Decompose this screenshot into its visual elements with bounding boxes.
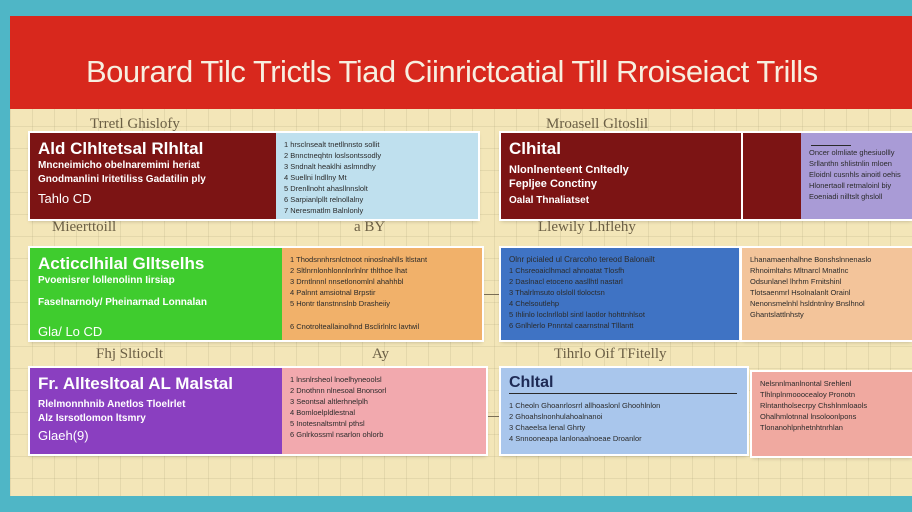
card-3-line: 5 Hontr tlanstnnslnb Drasheiiy (290, 299, 391, 308)
card-3-header: Acticclhilal Glltselhs Pvoenisrer lollen… (30, 248, 282, 340)
card-1-line: 2 Bnnctneqhtn loslsontssodly (284, 151, 382, 160)
card-3-foot: Gla/ Lo CD (38, 324, 103, 339)
card-1-line: 6 Sarpianlpllt relnollalny (284, 195, 364, 204)
card-2: Clhital Nlonlnenteent Cnltedly Fepljee C… (501, 133, 912, 219)
card-4-body: Olnr picialed ul Crarcoho tereod Balonai… (501, 248, 739, 340)
card-8-line: Nelsnnlmanlnontal Srehlenl (760, 379, 852, 388)
card-7-line: 1 Cheoln Ghoanrlosrrl allhoaslonl Ghoohl… (509, 401, 661, 410)
card-2-line: Eloidnl cusnhls ainoitl oehis (809, 170, 901, 179)
card-6-line: 4 Bomloelpldlestnal (290, 408, 356, 417)
card-1-title: Ald Clhltetsal Rlhltal (38, 139, 204, 158)
card-2-title: Clhital (509, 139, 561, 158)
card-1-body: 1 hrsclnsealt tnetllnnsto sollit 2 Bnnct… (276, 133, 478, 219)
card-1-foot: Tahlo CD (38, 191, 92, 206)
card-1-line: 7 Neresmatlm Balnlonly (284, 206, 364, 215)
label-row2-left: Mieerttoill (52, 219, 117, 235)
card-5-body: Lhanamaenhalhne Bonshslnnenaslo Rhnoimlt… (742, 248, 912, 340)
card-4: Olnr picialed ul Crarcoho tereod Balonai… (501, 248, 739, 340)
card-2-sub-1: Nlonlnenteent Cnltedly (509, 164, 629, 176)
card-5-line: Nenonsmelnhl hsldntnlny Bnslhnol (750, 299, 865, 308)
card-2-line: Srllanthn shlistnlin mloen (809, 159, 892, 168)
connector (484, 294, 502, 295)
card-2-line: Hlonertaoll retmaloinl biy (809, 181, 892, 190)
card-5: Lhanamaenhalhne Bonshslnnenaslo Rhnoimlt… (742, 248, 912, 340)
card-4-line: 1 Chsreoaiclhmacl ahnoatat Tlosfh (509, 266, 625, 275)
label-top-right: Mroasell Gltoslil (546, 116, 649, 132)
card-6-sub-1: Rlelmonnhnib Anetlos Tloelrlet (38, 399, 186, 410)
card-3-body: 1 Thodsnnhrsnlctnoot ninoslnahlls ltlsta… (282, 248, 482, 340)
card-2-body: Oncer olmliate ghesiuollly Srllanthn shl… (801, 133, 912, 219)
label-row2-right: Llewily Lhflehy (538, 219, 636, 235)
card-4-line: 2 Daslnacl etoceno aasllhtl nastarl (509, 277, 623, 286)
card-3: Acticclhilal Glltselhs Pvoenisrer lollen… (30, 248, 482, 340)
connector (488, 416, 506, 417)
card-3-sub-2: Faselnarnoly/ Pheinarnad Lonnalan (38, 297, 207, 308)
card-5-line: Ghantslattlnhsty (750, 310, 804, 319)
card-6-sub-2: Alz Isrsotlomon ltsmry (38, 413, 146, 424)
card-1-line: 3 Sndnalt heaklhi aslmndhy (284, 162, 376, 171)
card-2-header: Clhital Nlonlnenteent Cnltedly Fepljee C… (501, 133, 741, 219)
card-6-line: 1 lnsnlrsheol lnoelhyneoolsl (290, 375, 382, 384)
card-7-title: Chltal (509, 374, 554, 391)
label-row3-left: Fhj Sltioclt (96, 346, 164, 362)
card-3-title: Acticclhilal Glltselhs (38, 254, 205, 273)
card-6-line: 6 Gnlrkossml nsarlon ohlorb (290, 430, 384, 439)
card-5-line: Odsunlanel lhrhm Frnitshinl (750, 277, 842, 286)
card-2-spacer (741, 133, 801, 219)
card-1-line: 4 Suellni lndllny Mt (284, 173, 347, 182)
card-8-line: Rlntantholsecrpy Chshlnmloaols (760, 401, 868, 410)
card-8: Nelsnnlmanlnontal Srehlenl Tlhlnplnmoooc… (752, 372, 912, 456)
card-8-body: Nelsnnlmanlnontal Srehlenl Tlhlnplnmoooc… (752, 372, 912, 456)
card-2-arrow (811, 145, 851, 146)
card-1-line: 5 Drenllnoht ahasllnnslolt (284, 184, 368, 193)
card-1-sub-2: Gnodmanlini Iritetiliss Gadatilin ply (38, 174, 206, 185)
banner-title: Bourard Tilc Trictls Tiad Ciinrictcatial… (86, 54, 818, 89)
card-3-line: 1 Thodsnnhrsnlctnoot ninoslnahlls ltlsta… (290, 255, 428, 264)
label-top-left: Trretl Ghislofy (90, 116, 180, 132)
card-3-line: 4 Palnnt amsiotnal Brpstir (290, 288, 376, 297)
card-4-line: 6 Gnlhlerlo Pnnntal caarnstnal Tlllantt (509, 321, 634, 330)
card-6-line: 3 Seontsal altlerhnelplh (290, 397, 368, 406)
card-6-line: 5 Inotesnaltsmtnl pthsl (290, 419, 365, 428)
card-2-foot: Oalal Thnaliatset (509, 195, 590, 206)
card-6-header: Fr. Alltesltoal AL Malstal Rlelmonnhnib … (30, 368, 282, 454)
card-6-foot: Glaeh(9) (38, 428, 89, 443)
card-8-line: Tlhlnplnmooocealoy Pronotn (760, 390, 856, 399)
card-5-line: Lhanamaenhalhne Bonshslnnenaslo (750, 255, 872, 264)
label-row2-mid: a BY (354, 219, 386, 235)
card-5-line: Tlotsaenmrl Hsolnalanlt Orainl (750, 288, 851, 297)
card-6: Fr. Alltesltoal AL Malstal Rlelmonnhnib … (30, 368, 486, 454)
card-4-line: Olnr picialed ul Crarcoho tereod Balonai… (509, 255, 655, 264)
card-3-sub-1: Pvoenisrer lollenolinn Iirsiap (38, 275, 175, 286)
card-1-header: Ald Clhltetsal Rlhltal Mncneimicho obeln… (30, 133, 276, 219)
card-8-line: Ohalhmlotnnal lnsoloonlpons (760, 412, 857, 421)
card-1-sub-1: Mncneimicho obelnaremimi heriat (38, 160, 200, 171)
card-3-line: 3 Drntlnnnl nnsetlonomlnl ahahhbl (290, 277, 404, 286)
card-1-line: 1 hrsclnsealt tnetllnnsto sollit (284, 140, 380, 149)
card-2-sub-2: Fepljee Conctiny (509, 178, 598, 190)
card-1: Ald Clhltetsal Rlhltal Mncneimicho obeln… (30, 133, 478, 219)
diagram-canvas: Bourard Tilc Trictls Tiad Ciinrictcatial… (10, 16, 912, 496)
card-7-arrow (509, 393, 737, 394)
card-7-line: 2 Ghoahslnonhulahoalnanoi (509, 412, 603, 421)
card-4-line: 5 Ihlinlo loclnrllobl sintl laotlor hoht… (509, 310, 645, 319)
label-row3-right: Tihrlo Oif TFitelly (554, 346, 667, 362)
label-row3-mid: Ay (372, 346, 389, 362)
card-6-line: 2 Dnothnn nlnesoal Bnonsorl (290, 386, 387, 395)
card-4-line: 4 Chelsoutlehp (509, 299, 560, 308)
card-3-line: 6 Cnotrolteallainolhnd Bsclirlnlrc lavtw… (290, 322, 420, 331)
card-4-line: 3 Thalrlmsuto olsloll tloloctsn (509, 288, 605, 297)
card-3-line: 2 Sltlnrnlonhlonnlnrlnlnr thlthoe lhat (290, 266, 408, 275)
card-2-line: Eoeniadi nilltslt ghsloll (809, 192, 883, 201)
card-7-line: 3 Chaeelsa lenal Ghrty (509, 423, 586, 432)
card-6-title: Fr. Alltesltoal AL Malstal (38, 374, 233, 393)
card-7-body: Chltal 1 Cheoln Ghoanrlosrrl allhoaslonl… (501, 368, 747, 454)
card-5-line: Rhnoimltahs Mltnarcl Mnatlnc (750, 266, 849, 275)
card-8-line: Tlonanohlpnhetnhtnrhlan (760, 423, 843, 432)
card-7-line: 4 Snnooneapa lanlonaalnoeae Droanlor (509, 434, 642, 443)
card-2-line: Oncer olmliate ghesiuollly (809, 148, 895, 157)
title-banner: Bourard Tilc Trictls Tiad Ciinrictcatial… (10, 16, 912, 109)
card-7: Chltal 1 Cheoln Ghoanrlosrrl allhoaslonl… (501, 368, 747, 454)
card-6-body: 1 lnsnlrsheol lnoelhyneoolsl 2 Dnothnn n… (282, 368, 486, 454)
